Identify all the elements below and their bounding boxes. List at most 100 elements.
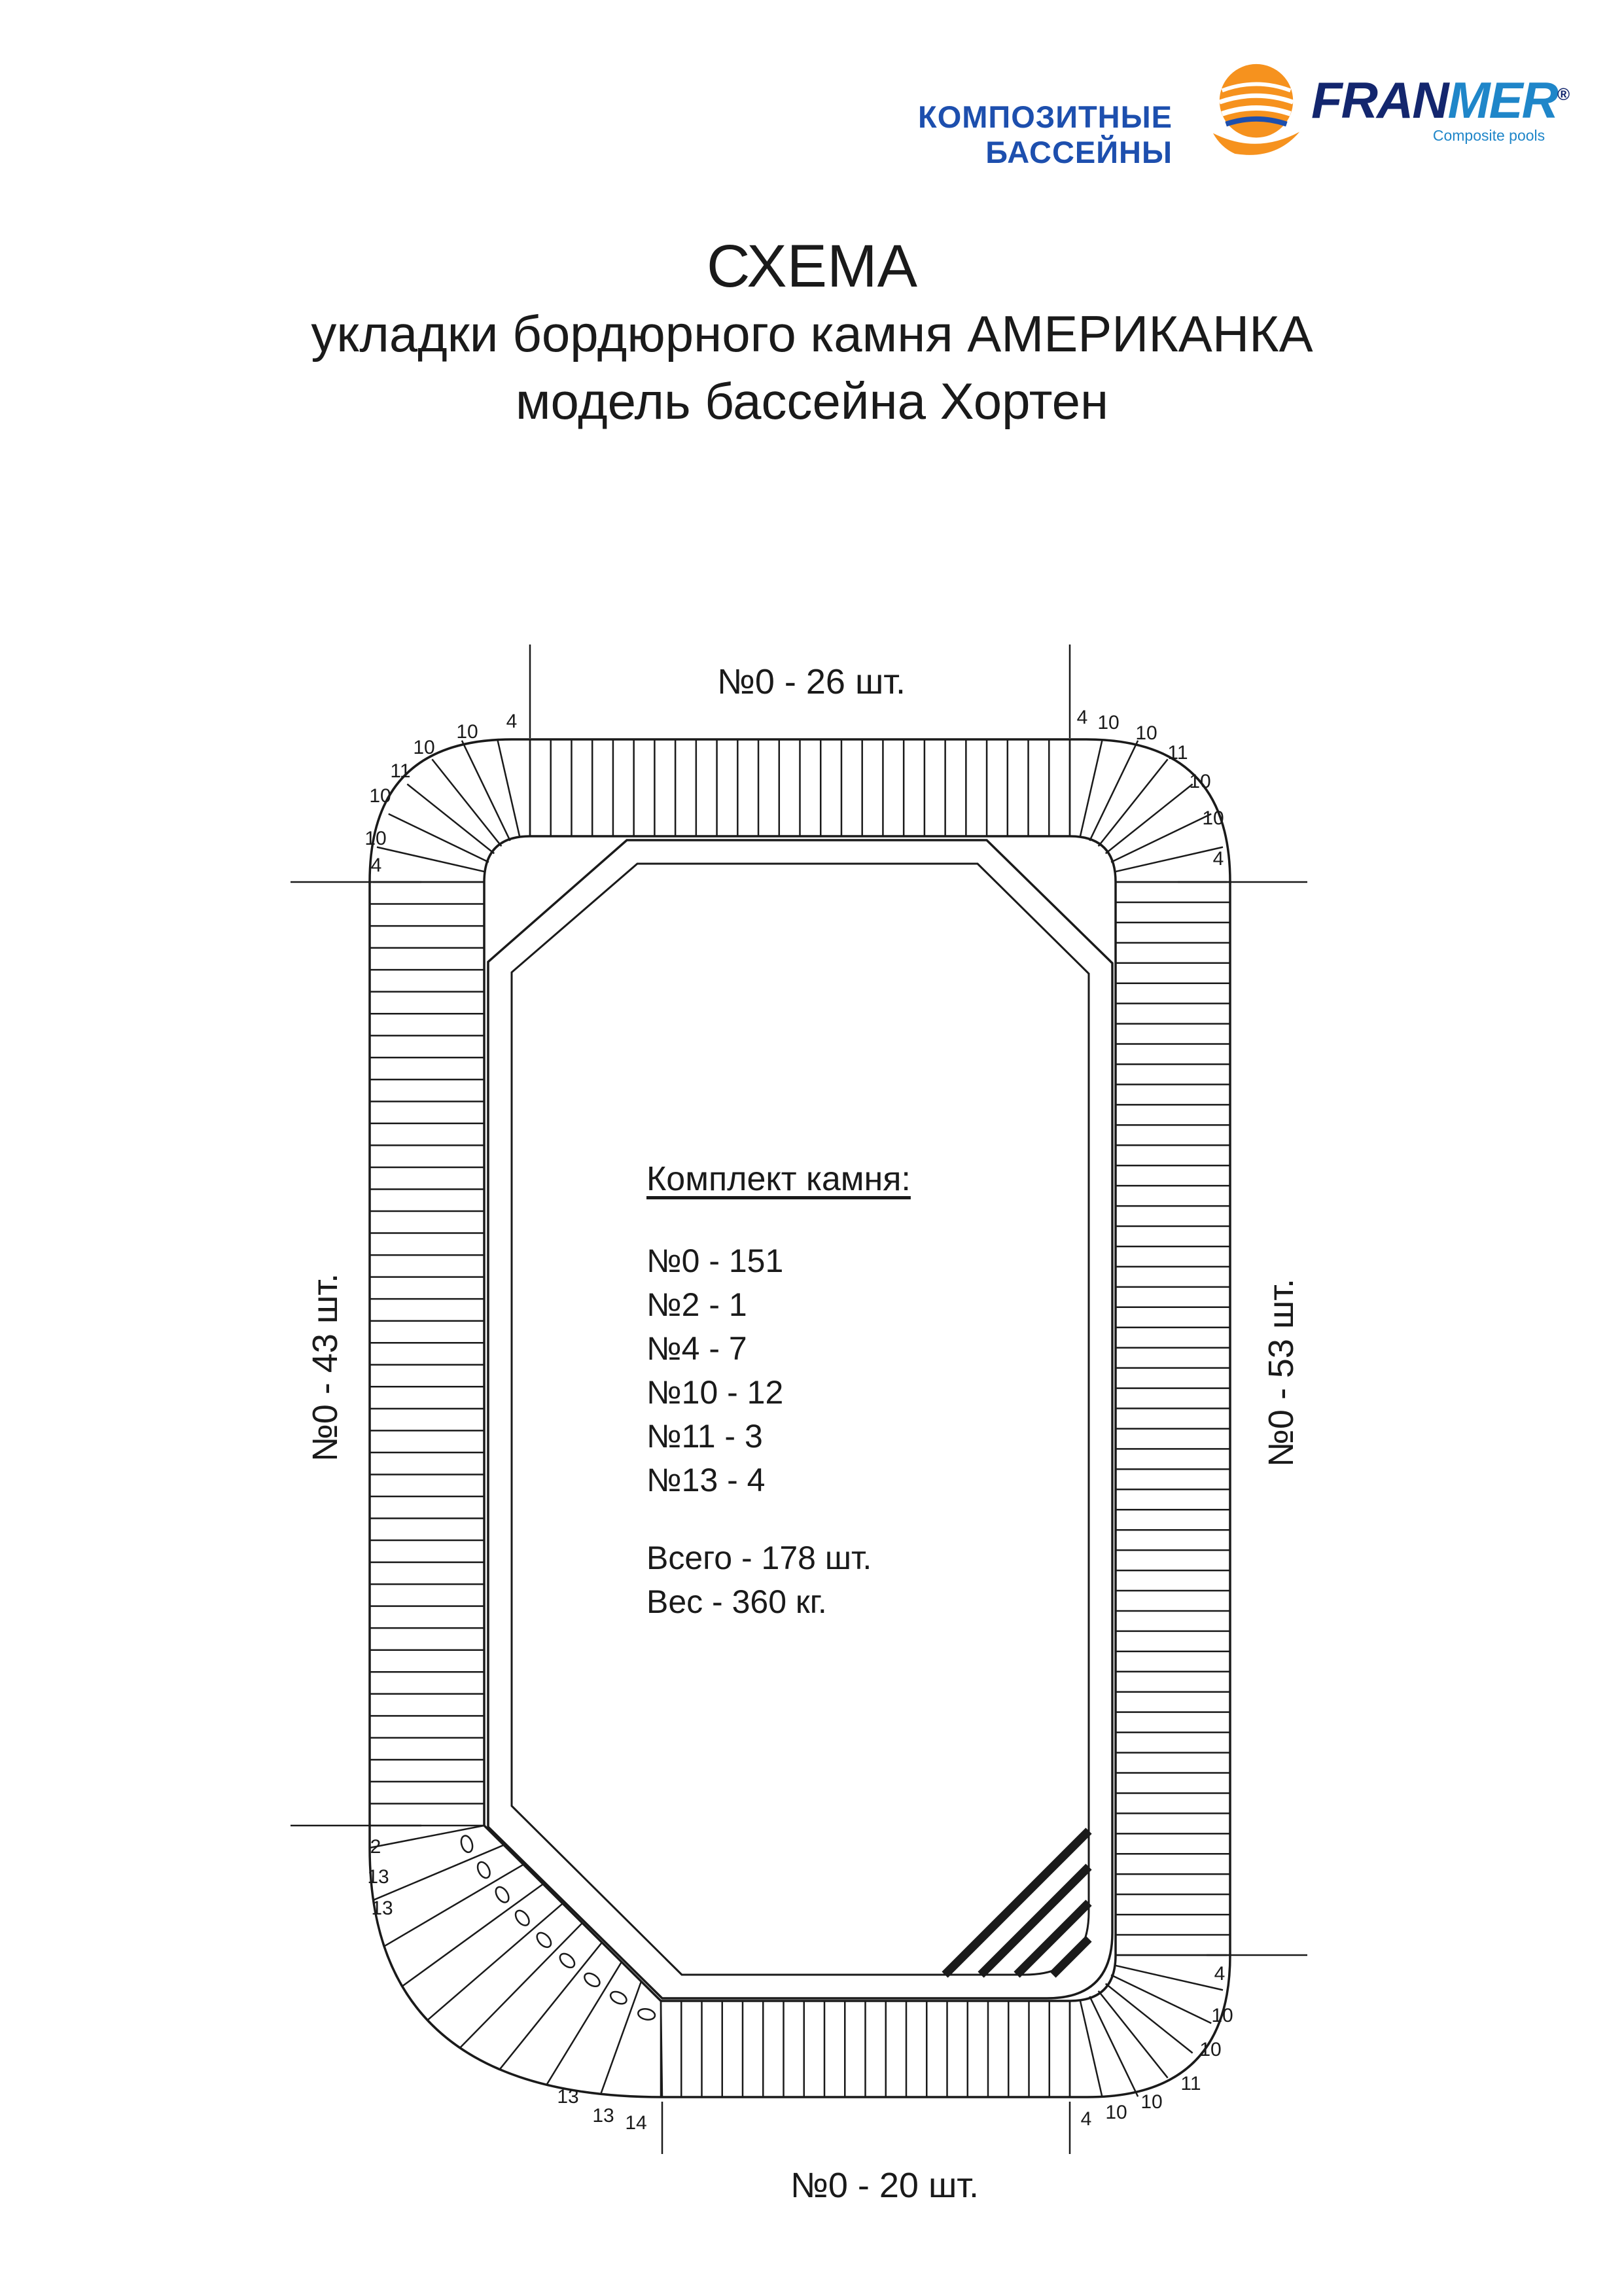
corner-stone-number: 10 bbox=[1199, 2039, 1221, 2060]
kit-item: №11 - 3 bbox=[646, 1418, 763, 1455]
corner-stone-number: 13 bbox=[557, 2086, 578, 2108]
corner-stone-tick bbox=[1110, 813, 1212, 863]
stone-zero-mark bbox=[514, 1909, 530, 1926]
kit-items: №0 - 151 №2 - 1 №4 - 7 №10 - 12 №11 - 3 №13 -… bbox=[646, 1239, 911, 1502]
page-title: СХЕМА укладки бордюрного камня АМЕРИКАНК… bbox=[0, 233, 1624, 435]
title-line1: СХЕМА bbox=[707, 233, 917, 300]
corner-stone-tick bbox=[406, 783, 495, 855]
brand-line2: БАССЕЙНЫ bbox=[985, 134, 1173, 169]
corner-stone-tick bbox=[431, 758, 503, 847]
chamfer-stone-tick bbox=[383, 1863, 524, 1947]
ring-outer-outline bbox=[368, 738, 1231, 2098]
stone-zero-mark bbox=[460, 1835, 474, 1854]
stone-zero-mark bbox=[536, 1932, 552, 1949]
logo-mer: MER bbox=[1447, 71, 1559, 129]
corner-stone-tick bbox=[1104, 783, 1193, 855]
stone-zero-mark bbox=[584, 1972, 601, 1988]
kit-item: №2 - 1 bbox=[646, 1286, 747, 1323]
corner-stone-tick bbox=[1089, 1996, 1139, 2097]
logo-subtitle: Composite pools bbox=[1432, 127, 1545, 144]
count-right: №0 - 53 шт. bbox=[1262, 1278, 1301, 1468]
corner-stone-number: 13 bbox=[592, 2105, 614, 2127]
corner-stone-tick bbox=[376, 846, 486, 873]
chamfer-stone-tick bbox=[660, 2000, 663, 2098]
title-line3: модель бассейна Хортен bbox=[515, 372, 1109, 430]
corner-stone-number: 4 bbox=[1081, 2108, 1092, 2130]
corner-stone-tick bbox=[1097, 1990, 1169, 2079]
kit-item: №13 - 4 bbox=[646, 1462, 766, 1498]
corner-stone-number: 10 bbox=[1105, 2102, 1127, 2123]
pool-corner-step bbox=[1014, 1899, 1092, 1978]
stone-zero-mark bbox=[495, 1886, 510, 1903]
corner-stone-number: 10 bbox=[1097, 712, 1119, 733]
stone-zero-mark bbox=[559, 1952, 576, 1969]
brand-text: КОМПОЗИТНЫЕ БАССЕЙНЫ bbox=[918, 99, 1173, 169]
corner-stone-number: 10 bbox=[1135, 722, 1157, 744]
logo-wordmark: FRANMER® bbox=[1311, 75, 1570, 126]
corner-stone-number: 10 bbox=[1202, 807, 1224, 829]
corner-stone-number: 10 bbox=[1140, 2091, 1162, 2113]
corner-stone-number: 11 bbox=[1167, 742, 1188, 764]
count-top: №0 - 26 шт. bbox=[716, 662, 906, 701]
corner-stone-number: 13 bbox=[371, 1898, 393, 1919]
brand-line1: КОМПОЗИТНЫЕ bbox=[918, 99, 1173, 134]
corner-stone-tick bbox=[461, 740, 511, 841]
chamfer-stone-tick bbox=[600, 1981, 643, 2094]
chamfer-stone-tick bbox=[401, 1883, 544, 1987]
corner-stone-tick bbox=[388, 813, 489, 863]
stone-zero-mark bbox=[637, 2007, 656, 2021]
pool-outline bbox=[487, 839, 1114, 2000]
title-line2: укладки бордюрного камня АМЕРИКАНКА bbox=[311, 305, 1313, 363]
chamfer-stone-tick bbox=[546, 1961, 623, 2085]
corner-stone-tick bbox=[1089, 740, 1139, 841]
kit-block: Комплект камня: №0 - 151 №2 - 1 №4 - 7 №10 … bbox=[646, 1159, 911, 1624]
pool-corner-step bbox=[978, 1863, 1092, 1978]
corner-stone-number: 10 bbox=[369, 785, 391, 807]
corner-stone-tick bbox=[1097, 758, 1169, 847]
kit-total: Всего - 178 шт. bbox=[646, 1540, 872, 1576]
corner-stone-tick bbox=[1079, 739, 1103, 838]
kit-item: №0 - 151 bbox=[646, 1243, 784, 1279]
logo-text-block: FRANMER® Composite pools bbox=[1311, 75, 1570, 145]
corner-stone-number: 14 bbox=[625, 2112, 646, 2134]
chamfer-stone-tick bbox=[373, 1844, 504, 1901]
corner-stone-number: 10 bbox=[364, 828, 386, 849]
corner-stone-tick bbox=[1114, 1964, 1224, 1991]
kit-heading: Комплект камня: bbox=[646, 1160, 911, 1198]
corner-stone-number: 13 bbox=[367, 1866, 389, 1888]
corner-stone-tick bbox=[1104, 1983, 1193, 2054]
corner-stone-tick bbox=[497, 739, 521, 838]
count-bottom: №0 - 20 шт. bbox=[790, 2166, 980, 2205]
registered-mark: ® bbox=[1557, 84, 1570, 104]
stone-zero-mark bbox=[476, 1861, 491, 1879]
ring-inner-outline bbox=[483, 835, 1117, 2002]
corner-stone-number: 4 bbox=[1213, 848, 1224, 870]
corner-stone-tick bbox=[1079, 1999, 1103, 2098]
stone-zero-mark bbox=[609, 1990, 627, 2005]
corner-stone-number: 11 bbox=[1180, 2073, 1201, 2094]
corner-stone-number: 4 bbox=[1214, 1963, 1226, 1985]
pool-corner-step bbox=[1050, 1935, 1092, 1978]
chamfer-stone-tick bbox=[459, 1922, 583, 2049]
corner-stone-number: 4 bbox=[506, 711, 518, 732]
corner-stone-number: 4 bbox=[371, 855, 382, 876]
count-left: №0 - 43 шт. bbox=[306, 1273, 345, 1462]
corner-stone-number: 2 bbox=[370, 1836, 381, 1858]
corner-stone-tick bbox=[1114, 846, 1224, 873]
chamfer-stone-tick bbox=[499, 1941, 603, 2070]
chamfer-stone-tick bbox=[427, 1903, 563, 2021]
corner-stone-tick bbox=[1110, 1974, 1212, 2024]
kit-item: №4 - 7 bbox=[646, 1330, 747, 1367]
kit-weight: Вес - 360 кг. bbox=[646, 1583, 827, 1620]
kit-item: №10 - 12 bbox=[646, 1374, 784, 1411]
corner-stone-number: 4 bbox=[1077, 707, 1088, 728]
pool-corner-step bbox=[942, 1828, 1092, 1978]
sun-wave-icon bbox=[1212, 63, 1300, 155]
corner-stone-number: 10 bbox=[1211, 2005, 1233, 2026]
corner-stone-number: 10 bbox=[456, 721, 478, 743]
chamfer-stone-tick bbox=[369, 1824, 485, 1849]
franmer-logo: FRANMER® Composite pools bbox=[1208, 56, 1570, 160]
logo-fran: FRAN bbox=[1311, 71, 1449, 129]
